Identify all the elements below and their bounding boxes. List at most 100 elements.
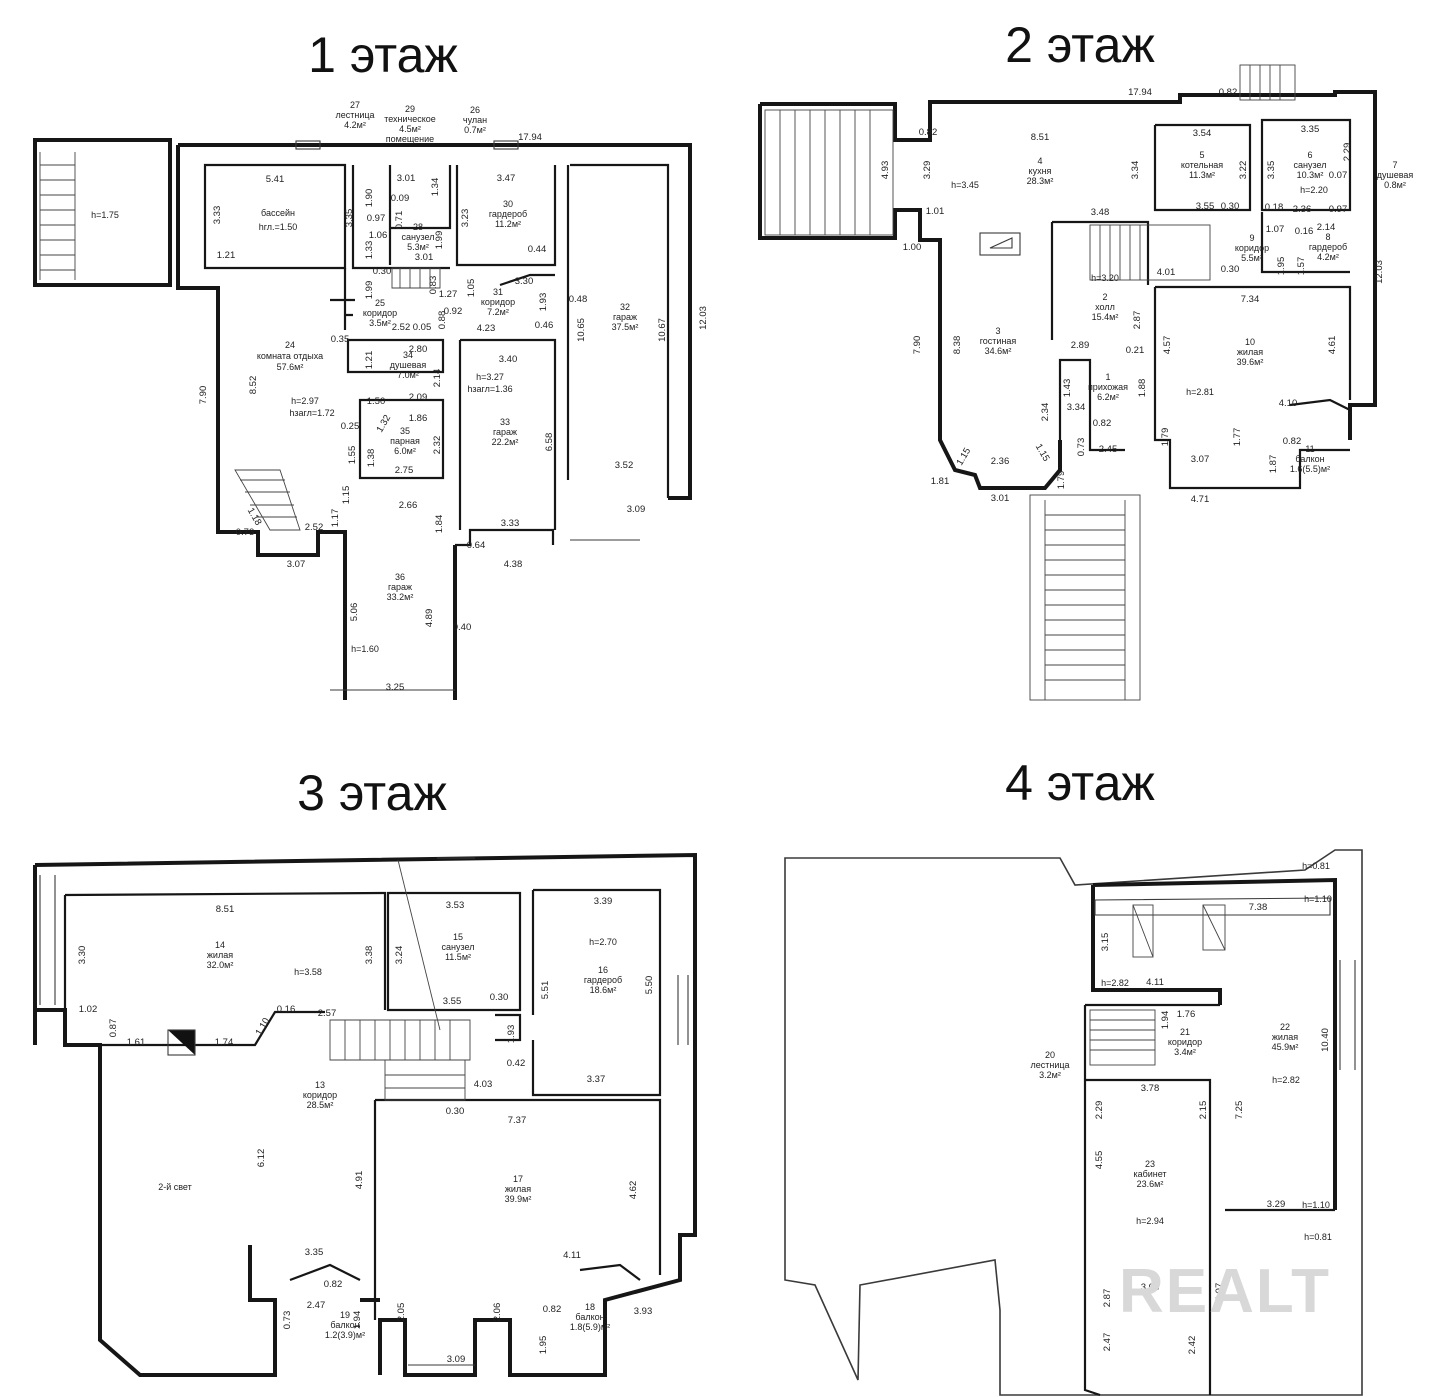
- svg-text:1.21: 1.21: [364, 351, 375, 370]
- room-17: 17 жилая 39.9м²: [505, 1174, 532, 1204]
- svg-text:2.07: 2.07: [1214, 1283, 1225, 1302]
- svg-text:5.5м²: 5.5м²: [1241, 253, 1263, 263]
- svg-text:3.35: 3.35: [305, 1247, 324, 1258]
- svg-text:2.06: 2.06: [492, 1303, 503, 1322]
- svg-text:8.51: 8.51: [1031, 132, 1050, 143]
- height-label: hзагл=1.72: [289, 408, 334, 418]
- svg-text:39.6м²: 39.6м²: [1237, 357, 1264, 367]
- svg-text:7.25: 7.25: [1234, 1101, 1245, 1120]
- svg-text:душевая: душевая: [390, 360, 427, 370]
- svg-text:15.4м²: 15.4м²: [1092, 312, 1119, 322]
- svg-text:2.42: 2.42: [1187, 1336, 1198, 1355]
- svg-text:3.52: 3.52: [615, 460, 634, 471]
- room-2: 2 холл 15.4м²: [1092, 292, 1119, 322]
- svg-text:36: 36: [395, 572, 405, 582]
- room-15: 15 санузел 11.5м²: [442, 932, 475, 962]
- svg-text:7.34: 7.34: [1241, 294, 1260, 305]
- svg-text:3.09: 3.09: [627, 504, 646, 515]
- svg-text:1.50: 1.50: [367, 396, 386, 407]
- svg-text:0.16: 0.16: [277, 1004, 296, 1015]
- svg-text:0.83: 0.83: [428, 276, 439, 295]
- floor-3-dimensions: 8.51 3.53 3.39 3.30 3.38 3.24 5.51 5.50 …: [77, 896, 655, 1365]
- svg-text:1.81: 1.81: [931, 476, 950, 487]
- svg-text:3.2м²: 3.2м²: [1039, 1070, 1061, 1080]
- svg-text:7: 7: [1392, 160, 1397, 170]
- svg-text:жилая: жилая: [1237, 347, 1263, 357]
- svg-text:10.65: 10.65: [576, 318, 587, 342]
- svg-text:1.55: 1.55: [347, 446, 358, 465]
- svg-text:3.48: 3.48: [1091, 207, 1110, 218]
- svg-text:22.2м²: 22.2м²: [492, 437, 519, 447]
- svg-text:1.00: 1.00: [903, 242, 922, 253]
- svg-text:0.30: 0.30: [1221, 201, 1240, 212]
- svg-text:1.79: 1.79: [1056, 471, 1067, 490]
- room-21: 21 коридор 3.4м²: [1168, 1027, 1202, 1057]
- room-30: 30 гардероб 11.2м²: [489, 199, 527, 229]
- svg-text:4.01: 4.01: [1157, 267, 1176, 278]
- svg-text:28.5м²: 28.5м²: [307, 1100, 334, 1110]
- svg-text:4.61: 4.61: [1327, 336, 1338, 355]
- svg-text:гардероб: гардероб: [1309, 242, 1347, 252]
- room-22: 22 жилая 45.9м²: [1272, 1022, 1299, 1052]
- svg-text:6.0м²: 6.0м²: [394, 446, 416, 456]
- floor-4-title: 4 этаж: [1005, 755, 1155, 811]
- svg-text:гардероб: гардероб: [584, 975, 622, 985]
- svg-text:0.82: 0.82: [543, 1304, 562, 1315]
- svg-text:0.73: 0.73: [236, 527, 255, 538]
- room-27: 27 лестница 4.2м²: [335, 100, 374, 130]
- svg-text:1.43: 1.43: [1062, 379, 1073, 398]
- room-32: 32 гараж 37.5м²: [612, 302, 639, 332]
- svg-text:прихожая: прихожая: [1088, 382, 1128, 392]
- svg-text:15: 15: [453, 932, 463, 942]
- svg-text:3.47: 3.47: [497, 173, 516, 184]
- svg-text:жилая: жилая: [207, 950, 233, 960]
- svg-text:11.3м²: 11.3м²: [1189, 170, 1215, 180]
- svg-text:1.84: 1.84: [434, 515, 445, 534]
- svg-text:0.82: 0.82: [324, 1279, 343, 1290]
- svg-text:3.25: 3.25: [386, 682, 405, 693]
- svg-text:3.33: 3.33: [501, 518, 520, 529]
- svg-text:0.30: 0.30: [490, 992, 509, 1003]
- svg-text:0.30: 0.30: [1221, 264, 1240, 275]
- svg-text:2.47: 2.47: [1102, 1333, 1113, 1352]
- room-16: 16 гардероб 18.6м²: [584, 965, 622, 995]
- svg-text:2.66: 2.66: [399, 500, 418, 511]
- svg-text:0.92: 0.92: [444, 306, 463, 317]
- svg-text:1.95: 1.95: [1276, 257, 1287, 276]
- room-10: 10 жилая 39.6м²: [1237, 337, 1264, 367]
- height-label: h=3.27: [476, 372, 504, 382]
- svg-text:3.4м²: 3.4м²: [1174, 1047, 1196, 1057]
- svg-text:2.09: 2.09: [409, 392, 428, 403]
- svg-text:4.89: 4.89: [424, 609, 435, 628]
- svg-text:3.30: 3.30: [515, 276, 534, 287]
- svg-text:3.09: 3.09: [447, 1354, 466, 1365]
- svg-text:2: 2: [1102, 292, 1107, 302]
- room-13: 13 коридор 28.5м²: [303, 1080, 337, 1110]
- svg-text:2.36: 2.36: [1293, 204, 1312, 215]
- svg-text:коридор: коридор: [1235, 243, 1269, 253]
- svg-text:1.61: 1.61: [127, 1037, 146, 1048]
- svg-text:3.78: 3.78: [1141, 1083, 1160, 1094]
- svg-text:3.38: 3.38: [364, 946, 375, 965]
- svg-text:0.97: 0.97: [1329, 204, 1348, 215]
- svg-text:3.08: 3.08: [1141, 1282, 1160, 1293]
- svg-text:гараж: гараж: [493, 427, 517, 437]
- svg-text:лестница: лестница: [335, 110, 374, 120]
- svg-text:9: 9: [1249, 233, 1254, 243]
- height-label: hзагл=1.36: [467, 384, 512, 394]
- svg-text:4.71: 4.71: [1191, 494, 1210, 505]
- svg-text:парная: парная: [390, 436, 420, 446]
- svg-text:28: 28: [413, 222, 423, 232]
- svg-text:45.9м²: 45.9м²: [1272, 1042, 1299, 1052]
- svg-text:1.95: 1.95: [538, 1336, 549, 1355]
- svg-text:1.99: 1.99: [434, 231, 445, 250]
- svg-text:лестница: лестница: [1030, 1060, 1069, 1070]
- svg-text:4.23: 4.23: [477, 323, 496, 334]
- svg-text:1.33: 1.33: [364, 241, 375, 260]
- svg-text:24: 24: [285, 340, 295, 350]
- svg-text:25: 25: [375, 298, 385, 308]
- svg-text:17: 17: [513, 1174, 523, 1184]
- svg-text:котельная: котельная: [1181, 160, 1223, 170]
- svg-text:19: 19: [340, 1310, 350, 1320]
- svg-text:2.45: 2.45: [1099, 444, 1118, 455]
